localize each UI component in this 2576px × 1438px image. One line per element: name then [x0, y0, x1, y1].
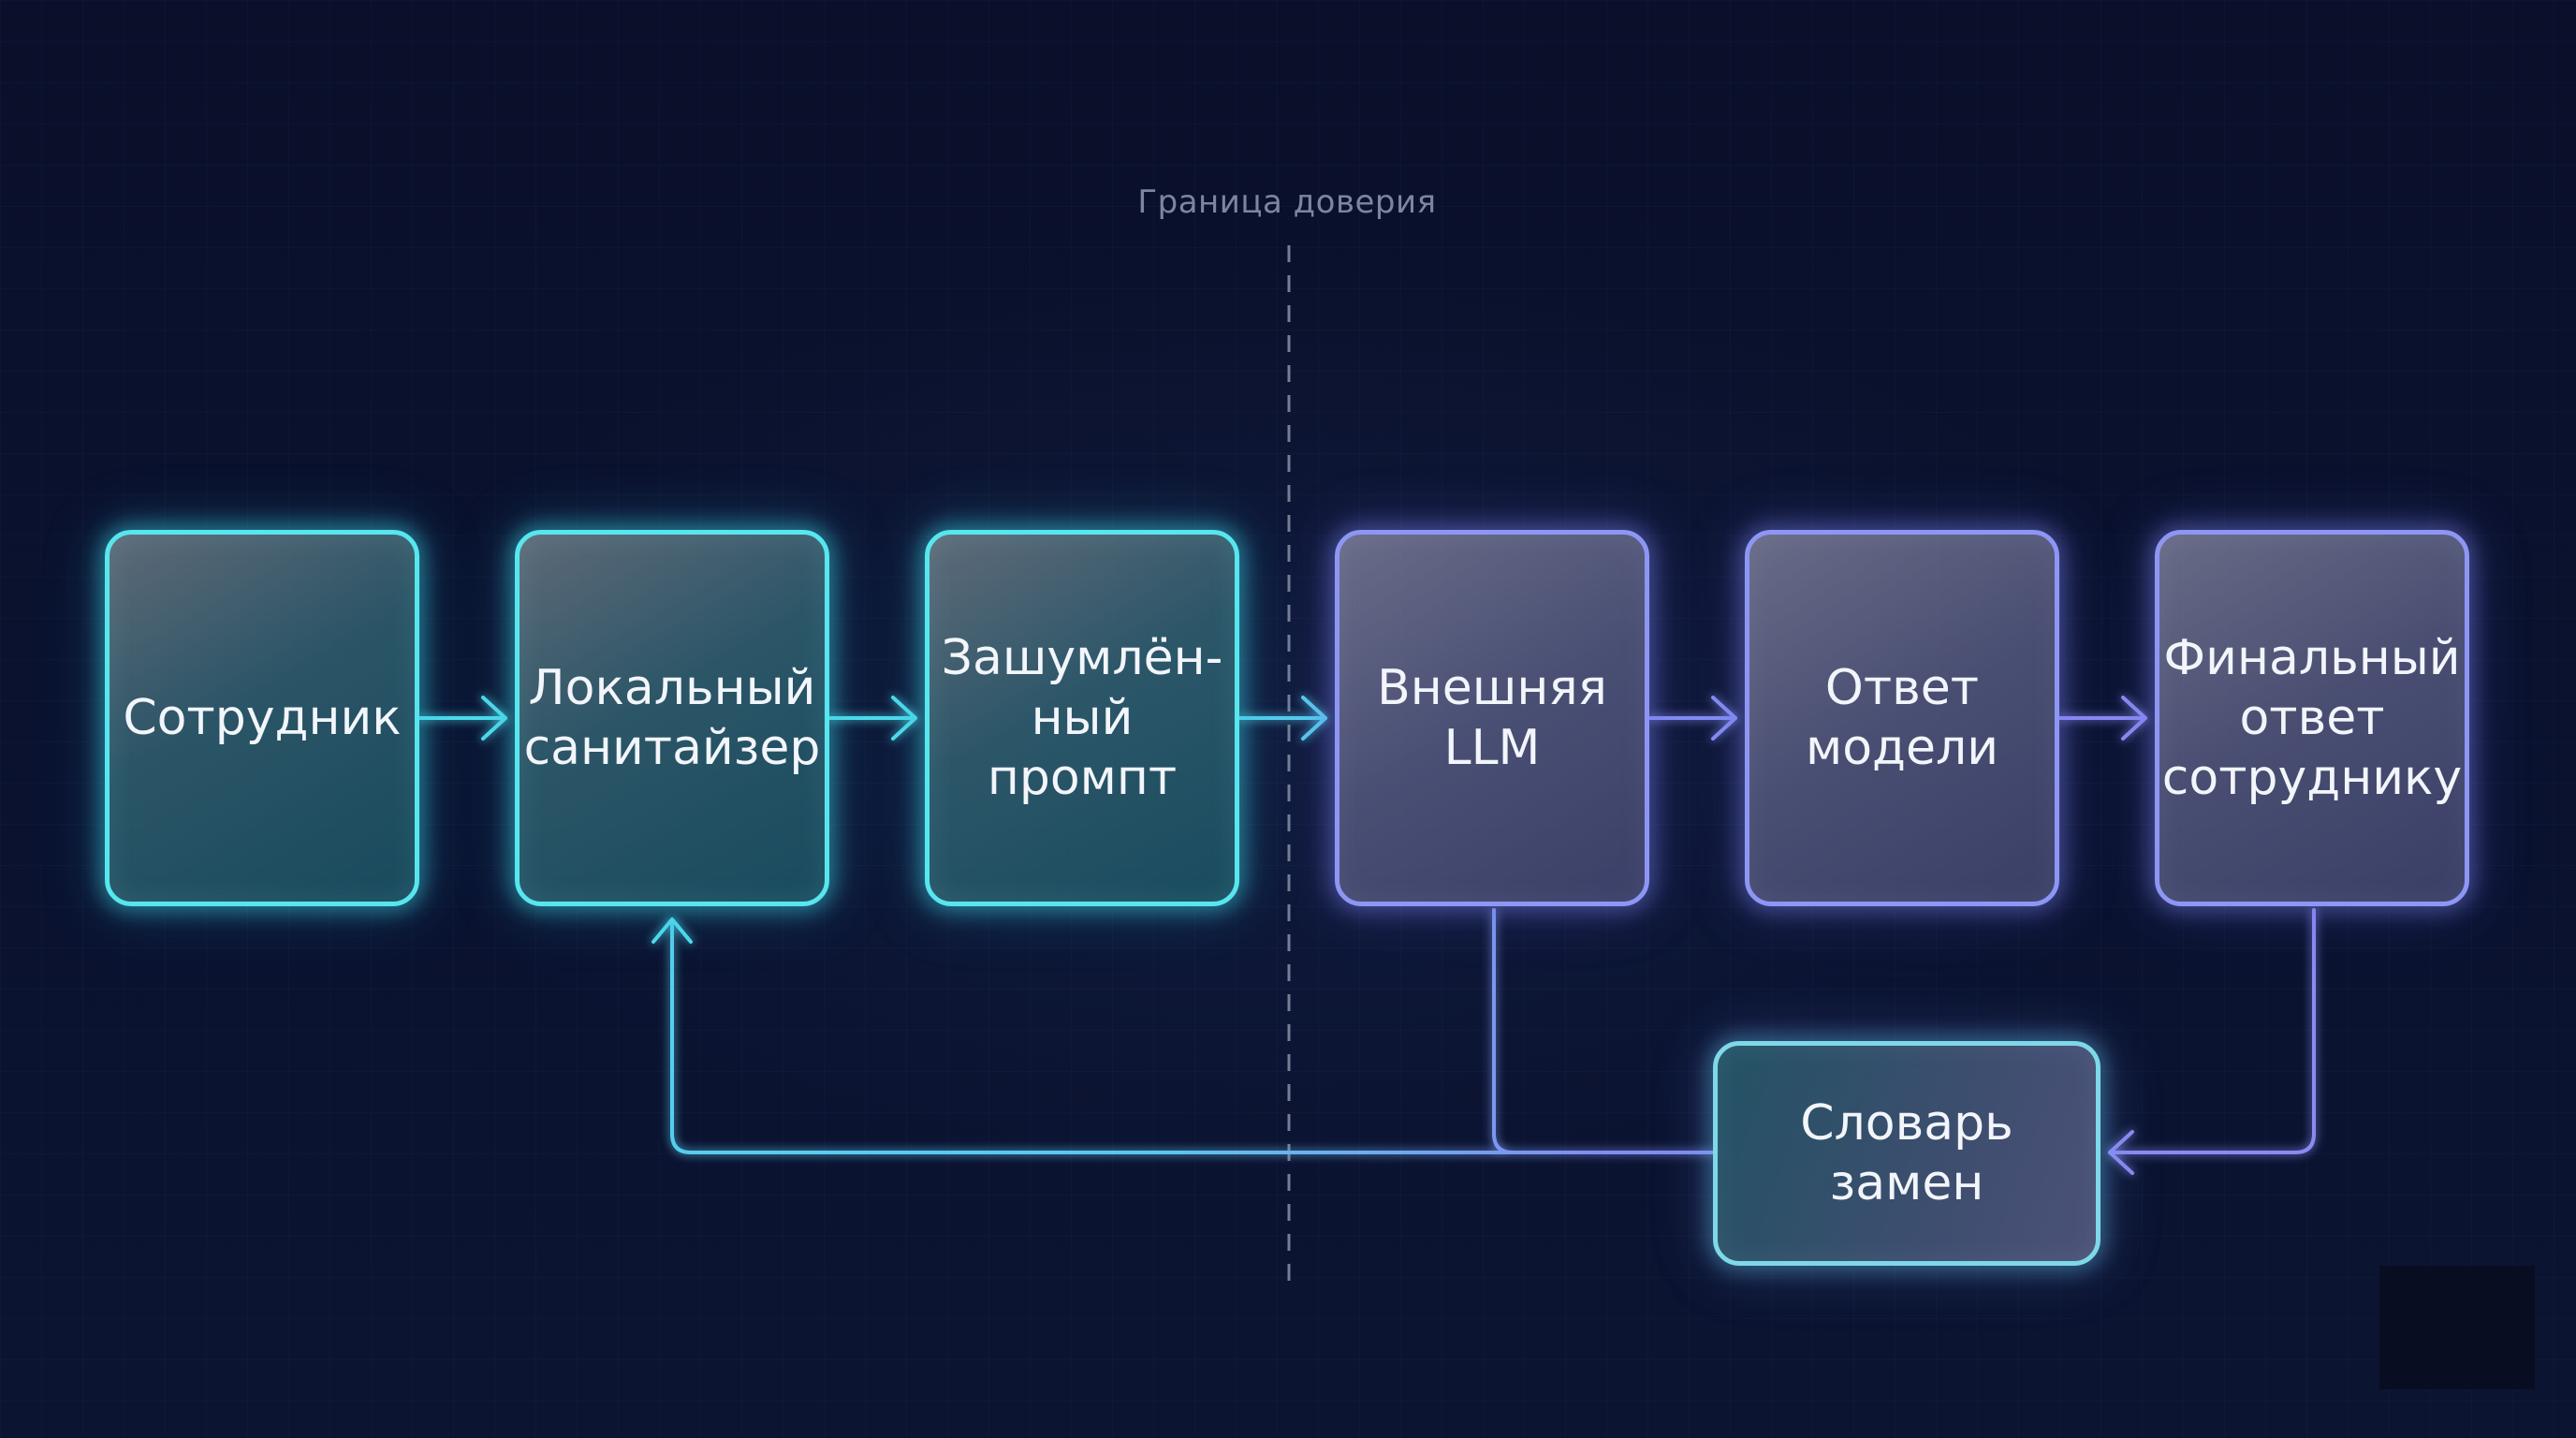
- node-local-sanitizer: Локальный санитайзер: [515, 530, 829, 906]
- node-noised-prompt: Зашумлён- ный промпт: [925, 530, 1239, 906]
- arrow-final-to-dictionary: [2108, 908, 2316, 1154]
- node-external-llm: Внешняя LLM: [1335, 530, 1649, 906]
- arrowhead-sanitizer-up: [651, 917, 693, 944]
- node-replacement-dictionary: Словарь замен: [1713, 1041, 2100, 1266]
- node-employee: Сотрудник: [105, 530, 419, 906]
- trust-boundary-label: Граница доверия: [1137, 183, 1437, 221]
- arrowhead-dictionary-left: [2108, 1130, 2134, 1175]
- node-model-answer: Ответ модели: [1745, 530, 2059, 906]
- arrow-employee-to-sanitizer: [417, 696, 507, 741]
- arrow-answer-to-final: [2057, 696, 2147, 741]
- arrow-prompt-to-llm: [1237, 696, 1327, 741]
- node-final-answer: Финальный ответ сотруднику: [2155, 530, 2469, 906]
- arrow-sanitizer-to-prompt: [827, 696, 917, 741]
- line-llm-to-dictionary: [1492, 908, 1515, 1154]
- corner-patch: [2379, 1266, 2535, 1389]
- arrow-llm-to-answer: [1647, 696, 1737, 741]
- arrow-dictionary-to-sanitizer: [670, 919, 1717, 1154]
